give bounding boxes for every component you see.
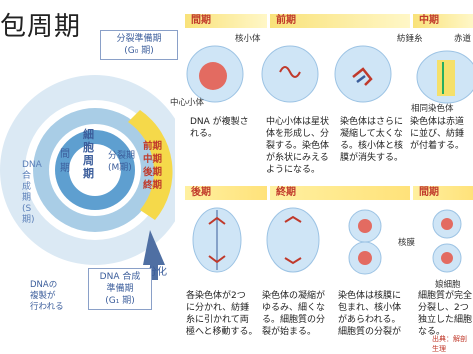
top-row-cells [186,45,473,104]
label-spindle: 紡錘糸 [397,34,423,44]
phase-item-metaphase: 中期 [143,154,163,165]
banner-anaphase: 後期 [185,186,267,200]
chromatin-1 [279,66,301,78]
cell-cycle-diagram [0,75,175,280]
desc-metaphase: 染色体は赤道 に並び、紡錘 が付着する。 [410,117,465,151]
label-nuclear-membrane: 核膜 [398,238,416,248]
label-centriole: 中心小体 [170,98,205,108]
label-homologous: 相同染色体 [411,104,454,114]
banner-interphase-2: 間期 [413,186,473,200]
banner-telophase: 終期 [270,186,410,200]
desc-anaphase: 各染色体が2つ に分かれ、紡錘 糸に引かれて両 極へと移動する。 [186,291,258,337]
equator-plate [437,60,455,96]
chromosomes-anaphase [208,216,226,264]
differentiation-label: 分化 [147,267,167,278]
m-phase-list: 前期 中期 後期 終期 [143,140,162,192]
label-equator: 赤道 [454,34,472,44]
daughter-nucleus-top [441,218,453,230]
differentiation-arrow [143,230,165,280]
banner-prophase: 前期 [270,14,410,28]
chromosomes-telophase [284,215,302,265]
g0-phase-label: 分裂準備期 (G₀ 期) [100,30,178,60]
daughter-nucleus-bottom [441,252,453,264]
nucleus-bottom [358,251,372,265]
nucleus-interphase [199,62,227,90]
label-nucleolus: 核小体 [235,34,261,44]
cell-early-telophase [266,207,320,273]
chromatin-2 [352,67,373,86]
cycle-center-label: 細胞周期 [83,128,94,180]
cell-late-prophase [334,45,392,103]
desc-daughter-cells: 細胞質が完全 分裂し、2つ 独立した細胞 なる。 [418,291,473,337]
desc-late-telophase: 染色体は核膜に 包まれ、核小体 があらわれる。 細胞質の分裂が [338,291,402,337]
g1-phase-label: DNA 合成 準備期 (G₁ 期) [88,268,152,310]
banner-metaphase: 中期 [413,14,473,28]
desc-early-prophase: 中心小体は星状 体を形成し、分 裂する。染色体 が糸状にみえる ようになる。 [266,117,330,175]
label-daughter-cell: 娘細胞 [435,280,461,290]
chromatin-3 [356,75,366,83]
page-title-fragment: 包周期 [0,12,82,42]
desc-early-telophase: 染色体の凝縮が ゆるみ、細くな る。細胞質の分 裂が始まる。 [262,291,326,337]
interphase-label: 間 期 [60,149,70,174]
footer-fragment: 出典：解剖生理 [432,335,467,353]
m-phase-wedge [128,110,173,220]
s-phase-label: DNA 合成期 (S期) [22,160,42,225]
nucleus-top [358,219,372,233]
banner-interphase: 間期 [185,14,267,28]
center-circle [69,144,121,196]
m-phase-label: 分裂期 (M期) [108,151,136,173]
dna-replication-note: DNAの 複製が 行われる [30,280,64,312]
phase-item-telophase: 終期 [143,180,163,191]
desc-interphase: DNA が複製さ れる。 [190,117,249,139]
phase-item-anaphase: 後期 [143,167,163,178]
bottom-row-cells [192,207,462,275]
phase-item-prophase: 前期 [143,141,163,152]
desc-late-prophase: 染色体はさらに 凝縮して太くな る。核小体と核 膜が消失する。 [340,117,404,163]
